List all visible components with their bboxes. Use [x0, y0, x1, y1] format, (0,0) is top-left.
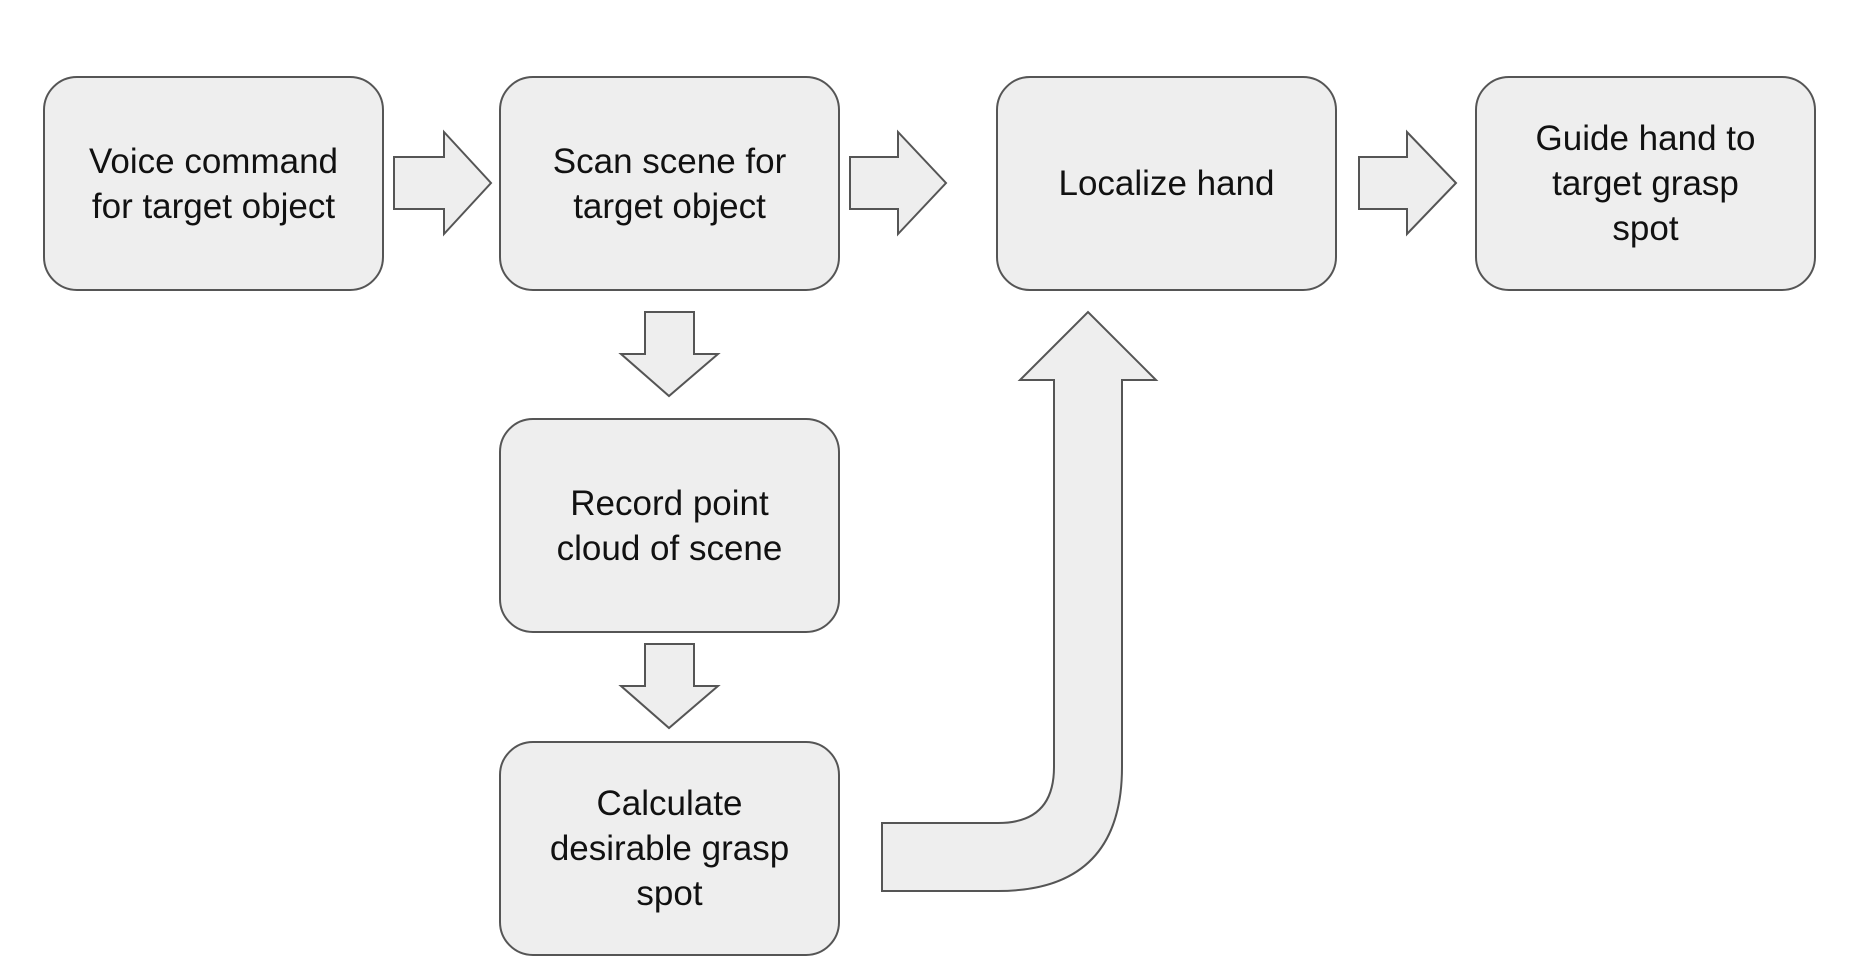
node-guide-hand-label: Guide hand to target grasp spot [1535, 119, 1756, 248]
node-record-point-cloud: Record point cloud of scene [499, 418, 840, 633]
node-record-point-cloud-label: Record point cloud of scene [556, 483, 783, 568]
node-guide-hand: Guide hand to target grasp spot [1475, 76, 1816, 291]
node-voice-command-label: Voice command for target object [88, 141, 339, 226]
node-calculate-grasp: Calculate desirable grasp spot [499, 741, 840, 956]
arrow-voice-to-scan [393, 129, 493, 237]
arrow-localize-to-guide [1358, 129, 1458, 237]
arrow-scan-to-localize [849, 129, 948, 237]
node-scan-scene: Scan scene for target object [499, 76, 840, 291]
arrow-scan-to-record [618, 311, 721, 398]
node-voice-command: Voice command for target object [43, 76, 384, 291]
node-localize-hand-label: Localize hand [1058, 164, 1275, 203]
node-localize-hand: Localize hand [996, 76, 1337, 291]
arrow-record-to-calculate [618, 643, 721, 730]
node-scan-scene-label: Scan scene for target object [552, 141, 787, 226]
node-calculate-grasp-label: Calculate desirable grasp spot [549, 784, 790, 913]
arrow-calculate-to-localize [881, 310, 1159, 892]
